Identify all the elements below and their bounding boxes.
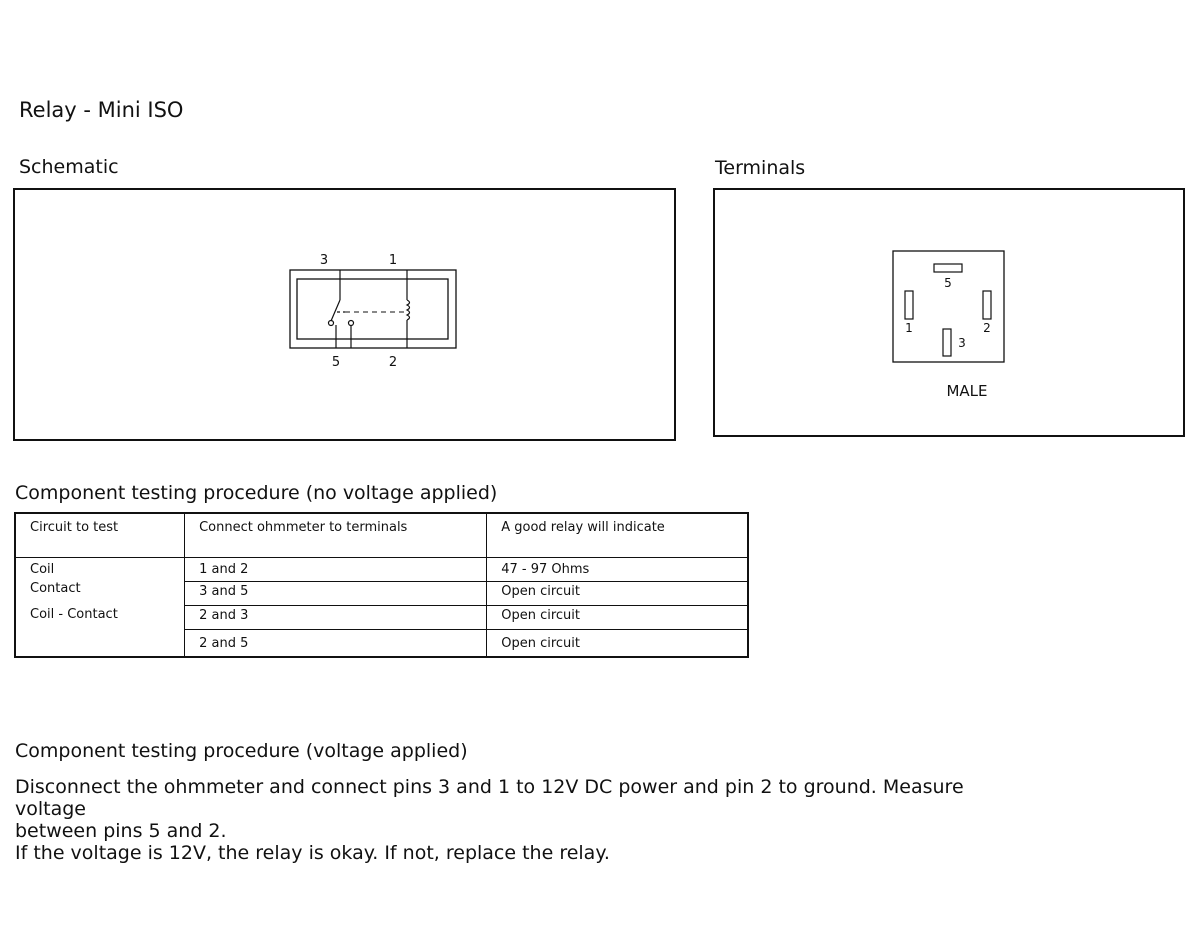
result-cell: Open circuit xyxy=(486,629,749,657)
schematic-pin-3: 3 xyxy=(320,253,328,268)
terminals-label: Terminals xyxy=(715,157,806,179)
switch-contact-symbol xyxy=(327,270,355,348)
result-cell: Open circuit xyxy=(486,581,749,606)
terminal-label-1: 1 xyxy=(905,321,913,335)
circuit-cell: Coil - Contact xyxy=(14,605,186,629)
schematic-panel: 3 1 5 2 xyxy=(13,188,676,441)
schematic-pin-5: 5 xyxy=(332,355,340,370)
circuit-cell: Contact xyxy=(14,581,186,605)
voltage-heading: Component testing procedure (voltage app… xyxy=(15,740,468,762)
schematic-pin-2: 2 xyxy=(389,355,397,370)
terminal-pin-2 xyxy=(982,290,992,320)
table-row: Contact 3 and 5 Open circuit xyxy=(14,581,749,606)
terminal-label-3: 3 xyxy=(958,336,966,350)
schematic-pin-1: 1 xyxy=(389,253,397,268)
table-row: Coil 1 and 2 47 - 97 Ohms xyxy=(14,557,749,582)
terminals-cell: 2 and 3 xyxy=(184,605,488,630)
result-cell: Open circuit xyxy=(486,605,749,630)
no-voltage-heading: Component testing procedure (no voltage … xyxy=(15,482,498,504)
terminals-panel: 5 1 2 3 MALE xyxy=(713,188,1185,437)
instruction-line: between pins 5 and 2. xyxy=(15,820,227,842)
page-title: Relay - Mini ISO xyxy=(19,98,184,122)
terminal-layout-diagram: 5 1 2 3 MALE xyxy=(892,250,1005,400)
circuit-cell: Coil xyxy=(14,557,186,581)
table-row: 2 and 5 Open circuit xyxy=(14,629,749,657)
circuit-cell xyxy=(14,629,186,657)
instruction-line: Disconnect the ohmmeter and connect pins… xyxy=(15,776,964,820)
table-row: Coil - Contact 2 and 3 Open circuit xyxy=(14,605,749,630)
terminal-pin-1 xyxy=(904,290,914,320)
table-header-row: Circuit to test Connect ohmmeter to term… xyxy=(14,513,749,558)
schematic-label: Schematic xyxy=(19,156,119,178)
terminal-pin-3 xyxy=(942,328,952,357)
terminal-gender-caption: MALE xyxy=(946,382,987,400)
terminal-label-5: 5 xyxy=(944,276,952,290)
relay-schematic-diagram: 3 1 5 2 xyxy=(289,253,457,370)
voltage-instructions: Disconnect the ohmmeter and connect pins… xyxy=(15,776,1015,864)
terminals-cell: 3 and 5 xyxy=(184,581,488,606)
instruction-line: If the voltage is 12V, the relay is okay… xyxy=(15,842,610,864)
terminal-label-2: 2 xyxy=(983,321,991,335)
header-terminals: Connect ohmmeter to terminals xyxy=(184,513,488,558)
header-result: A good relay will indicate xyxy=(486,513,749,558)
terminals-cell: 1 and 2 xyxy=(184,557,488,582)
header-circuit: Circuit to test xyxy=(14,513,186,558)
connector-outline xyxy=(892,250,1005,363)
coil-symbol xyxy=(405,270,411,348)
terminal-pin-5 xyxy=(933,263,963,273)
no-voltage-test-table: Circuit to test Connect ohmmeter to term… xyxy=(14,512,749,658)
terminals-cell: 2 and 5 xyxy=(184,629,488,657)
result-cell: 47 - 97 Ohms xyxy=(486,557,749,582)
